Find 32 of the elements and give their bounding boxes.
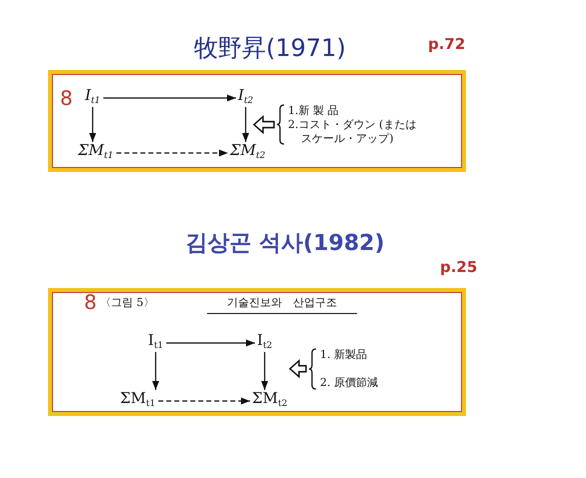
- arrow: [89, 107, 96, 142]
- list-item: 2.コスト・ダウン (またはスケール・アップ): [288, 118, 418, 146]
- variable-label: ΣM$_{t2}$: [230, 143, 266, 161]
- variable-label: ΣM$_{t2}$: [252, 391, 288, 409]
- arrow: [261, 352, 268, 390]
- hollow-arrow: [288, 359, 307, 378]
- figure-panel: [48, 70, 466, 172]
- variable-label: I$_{t1}$: [85, 88, 100, 106]
- arrow: [116, 150, 228, 156]
- arrow: [103, 94, 236, 102]
- heading: 牧野昇(1971): [194, 36, 346, 60]
- variable-label: I$_{t2}$: [257, 333, 272, 351]
- figure-number: 8: [84, 292, 97, 312]
- variable-label: ΣM$_{t1}$: [78, 143, 114, 161]
- figure-panel: [48, 288, 466, 416]
- variable-label: ΣM$_{t1}$: [120, 391, 156, 409]
- list-item: 1. 新製品: [320, 348, 368, 362]
- hollow-arrow: [252, 114, 275, 134]
- arrow: [242, 107, 250, 142]
- list-item: 2. 原價節減: [320, 376, 379, 390]
- arrow: [166, 340, 255, 346]
- figure-number: 8: [60, 88, 73, 108]
- arrow: [152, 352, 160, 390]
- diagram-heading: 기술진보와 산업구조: [207, 297, 357, 314]
- variable-label: I$_{t2}$: [238, 88, 254, 106]
- variable-label: I$_{t1}$: [148, 333, 164, 351]
- page-number: p.25: [440, 260, 478, 275]
- arrow: [158, 398, 250, 404]
- heading: 김상곤 석사(1982): [186, 233, 384, 255]
- figure-label: 〈그림 5〉: [100, 297, 154, 308]
- list-item: 1.新 製 品: [288, 104, 340, 118]
- page-number: p.72: [428, 37, 466, 52]
